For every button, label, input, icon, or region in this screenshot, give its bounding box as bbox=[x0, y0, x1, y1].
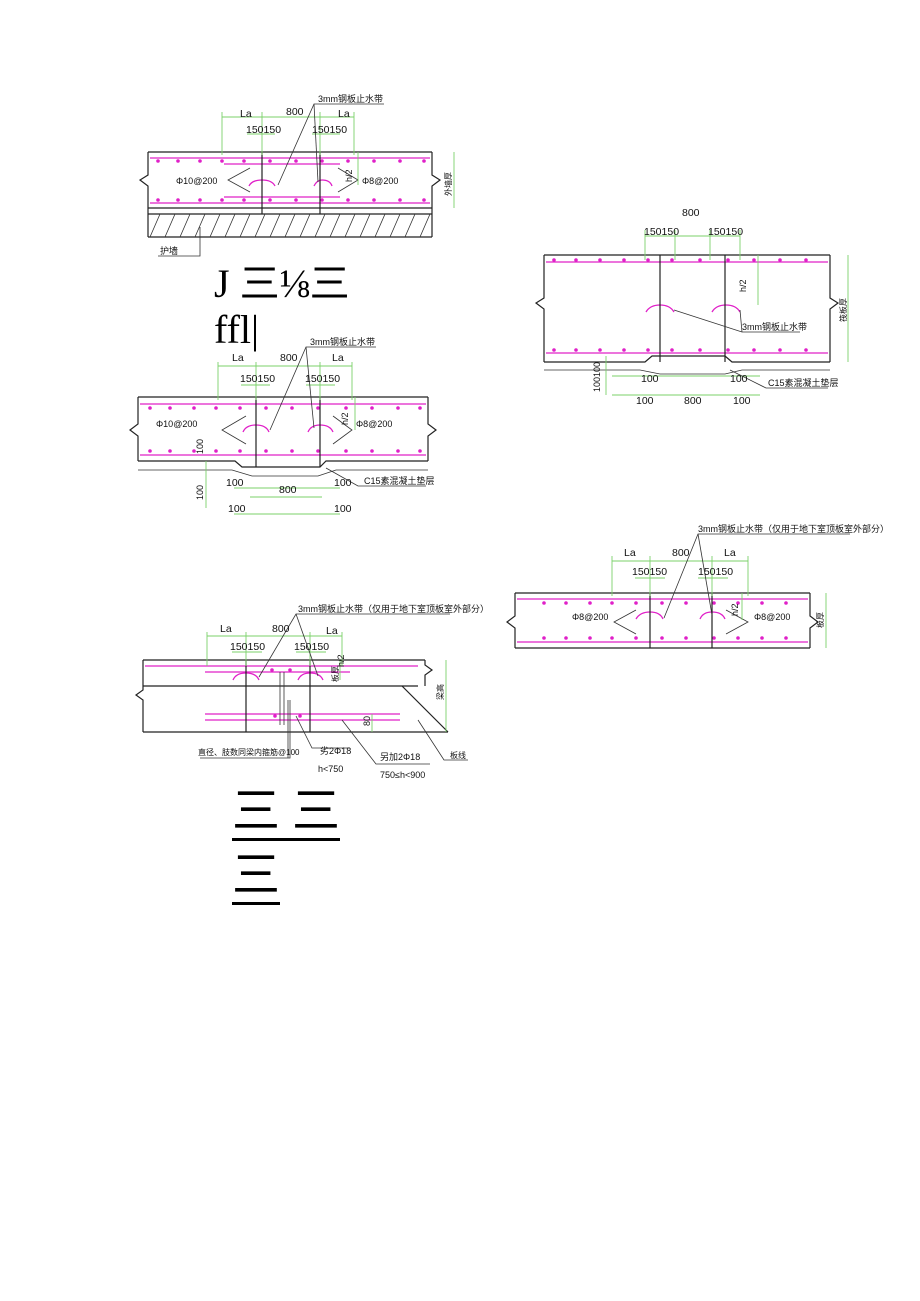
la-left: La bbox=[232, 352, 244, 364]
c15-label: C15素混凝土垫层 bbox=[364, 475, 435, 486]
note-stirrup: 直径、肢数同梁内箍筋@100 bbox=[198, 747, 300, 757]
half-h: h/2 bbox=[336, 654, 346, 667]
la-right: La bbox=[724, 547, 736, 559]
dim-left: 150150 bbox=[632, 566, 667, 578]
dim-left: 150150 bbox=[230, 641, 265, 653]
note-2d18: 劣2Φ18 bbox=[320, 745, 351, 756]
half-h: h/2 bbox=[730, 603, 740, 616]
c15-label: C15素混凝土垫层 bbox=[768, 377, 839, 388]
callout: 3mm钢板止水带（仅用于地下室顶板室外部分） bbox=[698, 523, 889, 534]
dim-left: 150150 bbox=[240, 373, 275, 385]
v-dims: 100100 bbox=[592, 362, 602, 392]
half-h: h/2 bbox=[738, 279, 748, 292]
note-add: 另加2Φ18 bbox=[380, 752, 420, 762]
rebar-left: Φ8@200 bbox=[572, 612, 608, 622]
garbled2-line1: 三 三 bbox=[232, 786, 341, 841]
b100l: 100 bbox=[228, 503, 246, 515]
d100a: 100 bbox=[226, 477, 244, 489]
dim-right: 150150 bbox=[698, 566, 733, 578]
b800: 800 bbox=[279, 484, 297, 496]
slab-note: 板厚 bbox=[330, 666, 340, 682]
note-line: 板线 bbox=[450, 750, 466, 760]
rebar-dots bbox=[156, 159, 426, 202]
rebar-dots bbox=[542, 601, 788, 640]
la-left: La bbox=[220, 623, 232, 635]
d100b: 100 bbox=[334, 477, 352, 489]
la-right: La bbox=[332, 352, 344, 364]
rebar-left: Φ10@200 bbox=[156, 419, 197, 429]
rebar-right: Φ8@200 bbox=[362, 176, 398, 186]
garbled2-line2: 三 bbox=[232, 850, 281, 905]
rebar-dots bbox=[148, 406, 422, 453]
span-label: 800 bbox=[280, 352, 298, 364]
la-left: La bbox=[240, 108, 252, 120]
rebar-dots bbox=[552, 258, 808, 352]
dim-left: 150150 bbox=[246, 124, 281, 136]
dim-right: 150150 bbox=[305, 373, 340, 385]
d100b: 100 bbox=[730, 373, 748, 385]
note-range: 750≤h<900 bbox=[380, 770, 425, 780]
span-label: 800 bbox=[672, 547, 690, 559]
la-right: La bbox=[326, 625, 338, 637]
side-note: 板厚 bbox=[815, 612, 825, 628]
b100l: 100 bbox=[636, 395, 654, 407]
d80: 80 bbox=[362, 716, 372, 726]
wall-label: 护墙 bbox=[160, 245, 178, 256]
half-h: h/2 bbox=[340, 412, 350, 425]
la-right: La bbox=[338, 108, 350, 120]
garbled-text-line2: ffl| bbox=[214, 307, 260, 352]
callout-text: 3mm钢板止水带 bbox=[318, 93, 383, 104]
top-800: 800 bbox=[682, 207, 700, 219]
rebar-dots bbox=[270, 668, 302, 718]
beam-note: 梁高 bbox=[435, 684, 445, 700]
garbled-text-line1: J 三⅛三 bbox=[214, 261, 350, 306]
span-label: 800 bbox=[272, 623, 290, 635]
b100r: 100 bbox=[733, 395, 751, 407]
detail-4: 3mm钢板止水带（仅用于地下室顶板室外部分） La 800 La 150150 … bbox=[506, 523, 889, 649]
detail-3: 3mm钢板止水带 La 800 La 150150 150150 Φ10@200… bbox=[129, 336, 437, 515]
dim-right: 150150 bbox=[312, 124, 347, 136]
side-note: 筏板厚 bbox=[838, 298, 848, 322]
dim-right: 150150 bbox=[294, 641, 329, 653]
callout: 3mm钢板止水带 bbox=[742, 321, 807, 332]
v100a: 100 bbox=[195, 439, 205, 454]
v100b: 100 bbox=[195, 485, 205, 500]
rebar-left: Φ10@200 bbox=[176, 176, 217, 186]
rebar-right: Φ8@200 bbox=[754, 612, 790, 622]
d100a: 100 bbox=[641, 373, 659, 385]
b800: 800 bbox=[684, 395, 702, 407]
b100r: 100 bbox=[334, 503, 352, 515]
detail-5: 3mm钢板止水带（仅用于地下室顶板室外部分） La 800 La 150150 … bbox=[134, 603, 489, 780]
detail-1: 3mm钢板止水带 La 800 La 150150 150150 Φ10@200… bbox=[138, 93, 455, 257]
side-note: 外墙厚 bbox=[443, 172, 453, 196]
span-label: 800 bbox=[286, 106, 304, 118]
detail-2: 800 150150 150150 h/2 筏板厚 3mm钢板止水带 C15素混… bbox=[534, 207, 849, 407]
rebar-right: Φ8@200 bbox=[356, 419, 392, 429]
waterstop-right bbox=[313, 179, 333, 187]
wall-hatch bbox=[149, 213, 431, 238]
dim-right: 150150 bbox=[708, 226, 743, 238]
dim-left: 150150 bbox=[644, 226, 679, 238]
note-h750: h<750 bbox=[318, 764, 343, 774]
callout: 3mm钢板止水带（仅用于地下室顶板室外部分） bbox=[298, 603, 489, 614]
callout: 3mm钢板止水带 bbox=[310, 336, 375, 347]
la-left: La bbox=[624, 547, 636, 559]
half-h: h/2 bbox=[344, 169, 354, 182]
